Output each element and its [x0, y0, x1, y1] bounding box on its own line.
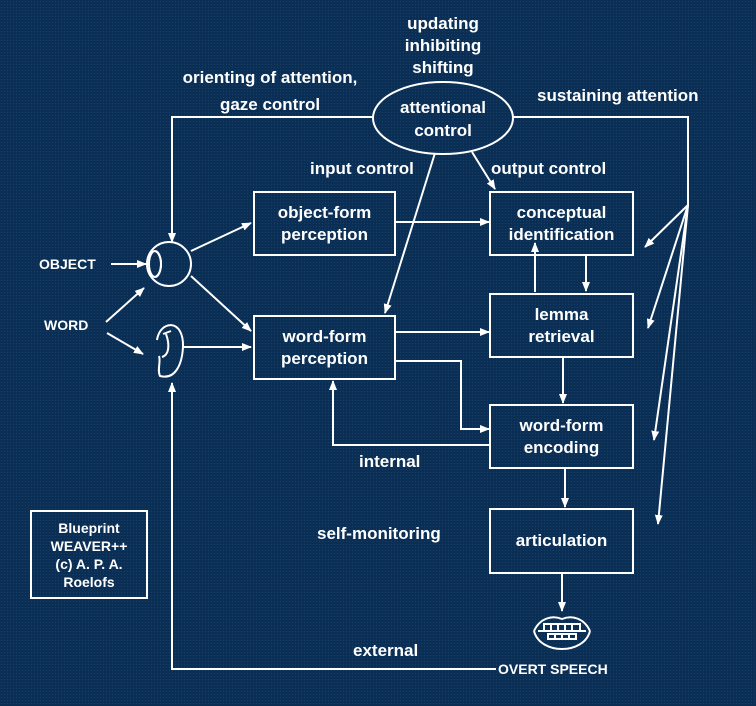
word-form-encoding-box: word-form encoding: [489, 404, 634, 469]
lemma-line1: lemma: [534, 304, 589, 324]
conceptual-line1: conceptual: [516, 202, 607, 222]
exec-inhibiting: inhibiting: [404, 36, 482, 55]
orienting-line1: orienting of attention,: [182, 68, 358, 87]
credit-line1: Blueprint: [58, 519, 120, 536]
attentional-control-line1: attentional: [400, 98, 486, 117]
wordform-encoding-arrow: [396, 360, 490, 433]
word-label: WORD: [44, 317, 89, 333]
word-form-perception-box: word-form perception: [253, 315, 396, 380]
conceptual-line2: identification: [508, 224, 615, 244]
word-form-encoding-line2: encoding: [523, 437, 600, 457]
sustaining-arrow-conceptual: [644, 204, 689, 248]
word-ear-arrow: [106, 332, 144, 355]
attentional-control-line2: control: [414, 121, 472, 140]
word-form-perception-line2: perception: [281, 348, 368, 368]
lemma-line2: retrieval: [528, 326, 595, 346]
overt-speech-label: OVERT SPEECH: [498, 661, 608, 677]
internal-loop-arrow: [329, 380, 489, 446]
exec-updating: updating: [407, 14, 479, 33]
internal-label: internal: [359, 452, 421, 471]
credit-line3: (c) A. P. A.: [55, 555, 123, 572]
articulation-line1: articulation: [515, 531, 608, 550]
orienting-line2: gaze control: [219, 95, 321, 114]
exec-shifting: shifting: [412, 58, 474, 77]
sustaining-arrow-lemma: [646, 204, 689, 329]
input-control-label: input control: [310, 159, 414, 178]
output-control-label: output control: [491, 159, 607, 178]
executive-functions: updating inhibiting shifting: [393, 13, 493, 79]
object-form-perception-box: object-form perception: [253, 191, 396, 256]
sustaining-line: [513, 116, 689, 205]
lemma-retrieval-box: lemma retrieval: [489, 293, 634, 358]
sustaining-arrow-articulation: [654, 204, 689, 525]
object-label: OBJECT: [39, 256, 96, 272]
mouth-icon: [533, 616, 591, 650]
articulation-box: articulation: [489, 508, 634, 574]
eye-wordform-arrow: [190, 275, 252, 332]
object-form-line2: perception: [281, 224, 368, 244]
object-form-line1: object-form: [277, 202, 372, 222]
word-form-perception-line1: word-form: [282, 326, 367, 346]
credit-box: Blueprint WEAVER++ (c) A. P. A. Roelofs: [30, 510, 148, 599]
external-loop-arrow: [168, 382, 496, 670]
attentional-control-label: attentional control: [373, 96, 513, 142]
eye-objectform-arrow: [190, 222, 252, 252]
credit-line4: Roelofs: [63, 573, 115, 590]
sustaining-arrow-encoding: [651, 204, 689, 441]
word-eye-arrow: [105, 287, 145, 323]
credit-line2: WEAVER++: [50, 537, 128, 554]
sustaining-label: sustaining attention: [537, 86, 699, 105]
orienting-arrow: [168, 116, 373, 243]
word-form-encoding-line1: word-form: [519, 415, 604, 435]
input-control-arrow: [383, 152, 436, 314]
eye-icon: [146, 241, 192, 287]
output-control-arrow: [471, 151, 496, 190]
conceptual-identification-box: conceptual identification: [489, 191, 634, 256]
orienting-label: orienting of attention, gaze control: [175, 64, 365, 118]
self-monitoring-label: self-monitoring: [317, 524, 441, 543]
external-label: external: [353, 641, 419, 660]
ear-icon: [156, 324, 185, 378]
